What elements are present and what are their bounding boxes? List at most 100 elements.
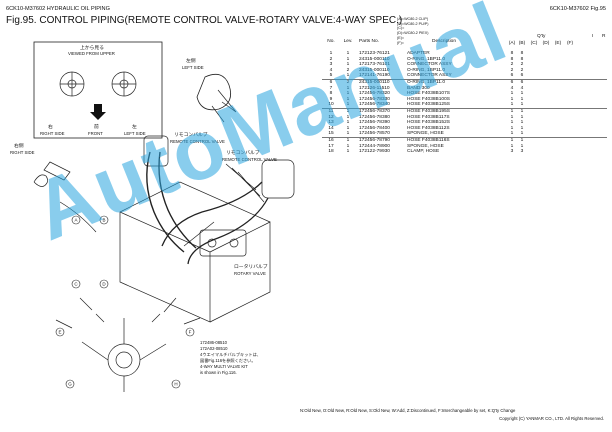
cell-part: 172456-78400 — [359, 125, 390, 131]
cell-a: 1 — [510, 125, 514, 131]
cell-a: 1 — [510, 96, 514, 102]
legend-line: (D)=WC80-2 PIEX) — [397, 31, 429, 36]
callout-c: C — [74, 282, 78, 287]
cell-desc: SPONGE, HOSE — [407, 143, 444, 149]
parts-table: No. Lev. Parts No. Description Q'ty (A) … — [322, 34, 607, 155]
cell-b: 2 — [520, 67, 524, 73]
cell-desc: HOSE F4038B112S — [407, 125, 450, 131]
cell-lev: 2 — [346, 67, 350, 73]
cell-no: 14 — [328, 125, 334, 131]
cell-a: 8 — [510, 56, 514, 62]
cell-lev: 1 — [346, 131, 350, 137]
cell-no: 6 — [329, 79, 333, 85]
callout-h: H — [174, 382, 177, 387]
cell-desc: O-RING, 1BP11.0 — [407, 79, 446, 85]
inset-title-en: VIEWED FROM UPPER — [68, 51, 115, 56]
inset-front-jp: 前 — [94, 123, 99, 130]
cell-no: 3 — [329, 62, 333, 68]
cell-desc: HOSE F4038B117S — [407, 114, 450, 120]
kit-note-line: 172486-08510 — [200, 340, 228, 345]
cell-a: 6 — [510, 79, 514, 85]
cell-part: 172122-79930 — [359, 149, 390, 155]
cell-desc: CONNECTOR ASSY — [407, 62, 452, 68]
cell-desc: HOSE F4038B152S — [407, 120, 450, 126]
right-side-jp: 右側 — [14, 142, 24, 149]
cell-b: 8 — [520, 51, 524, 56]
cell-lev: 1 — [346, 137, 350, 143]
col-description: Description — [432, 39, 456, 44]
col-c: (C) — [530, 41, 538, 46]
callout-g: G — [68, 382, 72, 387]
callout-e: E — [58, 330, 61, 335]
cell-no: 11 — [328, 108, 334, 114]
cell-desc: BAND 300 — [407, 85, 430, 91]
cell-b: 2 — [520, 62, 524, 68]
cell-a: 1 — [510, 91, 514, 97]
col-e: (E) — [554, 41, 562, 46]
cell-no: 17 — [328, 143, 334, 149]
cell-no: 13 — [328, 120, 334, 126]
cell-part: 172173-76101 — [359, 62, 390, 68]
figure-title: Fig.95. CONTROL PIPING(REMOTE CONTROL VA… — [6, 15, 403, 26]
legend-line: (E)= — [397, 35, 405, 40]
cell-desc: HOSE F4038B100S — [407, 96, 450, 102]
cell-a: 1 — [510, 143, 514, 149]
kit-note-line: 4-WAY MULTI VALVE KIT — [200, 364, 248, 369]
model-legend: (A)=WC80-2 CLIP) (B)=WC80-2 PU/P) (C)= (… — [397, 17, 428, 45]
cell-no: 4 — [329, 67, 333, 73]
change-code-legend: N:Old New, O:Old New, R:Old New, S:Old N… — [300, 408, 516, 413]
callout-d: D — [102, 282, 106, 287]
cell-no: 7 — [329, 85, 333, 91]
header-fig-ref: 6CK10-M37602 Fig.95 — [549, 6, 606, 12]
cell-a: 1 — [510, 114, 514, 120]
callout-a: A — [74, 218, 77, 223]
cell-a: 1 — [510, 120, 514, 126]
rcv-label-jp: リモコンバルブ — [174, 131, 208, 138]
col-i: I — [592, 34, 594, 39]
header-doc-id: 6CK10-M37602 HYDRAULIC OIL PIPING — [6, 6, 110, 12]
kit-note-line: 4ウエイマルチバルブキットは、 — [200, 351, 261, 358]
cell-part: 172456-78380 — [359, 114, 390, 120]
cell-part: 172456-78790 — [359, 137, 390, 143]
inset-right-en: RIGHT SIDE — [40, 131, 65, 136]
kit-note-line: 図番Fig.116を参照ください。 — [200, 357, 256, 364]
cell-lev: 1 — [346, 96, 350, 102]
cell-desc: HOSE F4038B107S — [407, 91, 450, 97]
cell-b: 1 — [520, 120, 524, 126]
cell-part: 172123-76121 — [359, 51, 390, 56]
copyright: Copyright (C) YANMAR CO., LTD. All Right… — [499, 416, 604, 421]
cell-part: 172456-78320 — [359, 91, 390, 97]
cell-desc: CONNECTOR ASSY — [407, 73, 452, 79]
col-qty: Q'ty — [537, 34, 546, 39]
top-view-inset — [33, 41, 163, 139]
inset-right-jp: 右 — [48, 123, 53, 130]
cell-b: 1 — [520, 143, 524, 149]
cell-part: 24315-000110 — [359, 79, 390, 85]
cell-desc: SPONGE, HOSE — [407, 131, 444, 137]
legend-line: (B)=WC80-2 PU/P) — [397, 21, 429, 26]
row-separator — [322, 136, 607, 138]
left-side-en: LEFT SIDE — [182, 65, 204, 70]
cell-a: 6 — [510, 73, 514, 79]
cell-b: 3 — [520, 149, 524, 155]
row-separator — [322, 78, 607, 80]
cell-a: 1 — [510, 108, 514, 114]
cell-lev: 1 — [346, 125, 350, 131]
kit-note-line: is shown in Fig.116. — [200, 370, 237, 375]
cell-desc: ADAPTER — [407, 51, 430, 56]
legend-line: (A)=WC80-2 CLIP) — [397, 17, 429, 21]
cell-part: 172456-78390 — [359, 120, 390, 126]
cell-part: 172126-11510 — [359, 85, 390, 91]
cell-no: 15 — [328, 131, 334, 137]
rcv-label-en: REMOTE CONTROL VALVE — [170, 139, 225, 144]
cell-no: 1 — [329, 51, 333, 56]
